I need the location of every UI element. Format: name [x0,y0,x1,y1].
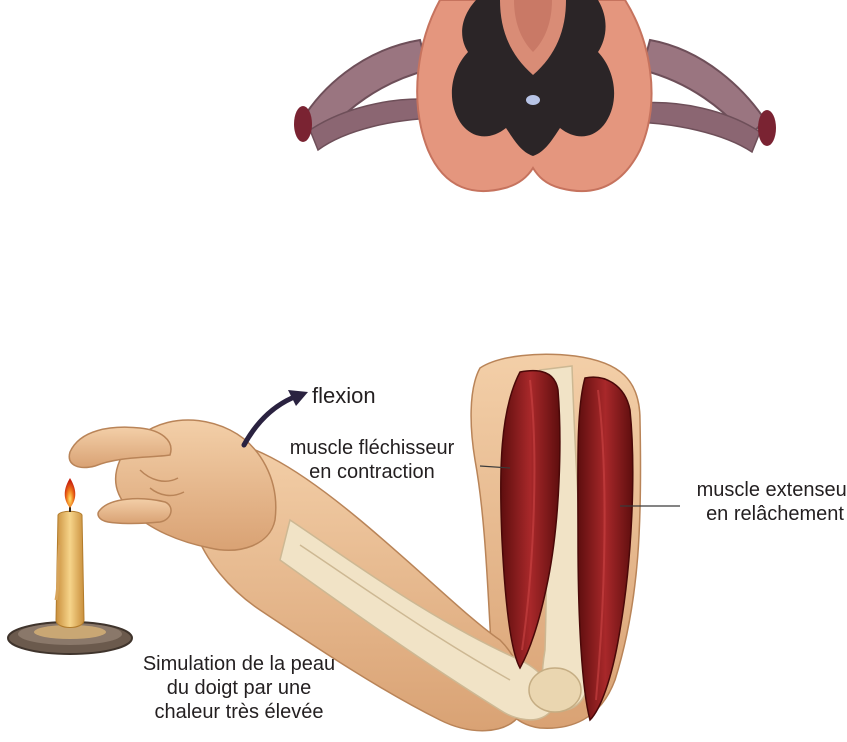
extensor-label-line-1: muscle extenseur [680,478,847,502]
extensor-muscle-label: muscle extenseur en relâchement [680,478,847,526]
flexor-muscle-label: muscle fléchisseur en contraction [262,436,482,484]
extensor-label-line-2: en relâchement [680,502,847,526]
stimulus-label-line-1: Simulation de la peau [104,652,374,676]
flexion-label: flexion [312,384,376,408]
spinal-cord-section [294,0,776,191]
stimulus-label-line-2: du doigt par une [104,676,374,700]
central-canal [526,95,540,105]
flame-icon [65,478,76,508]
left-root-cut-end [294,106,312,142]
right-root-cut-end [758,110,776,146]
stimulus-label-line-3: chaleur très élevée [104,700,374,724]
candle-body [56,511,84,627]
elbow-joint [529,668,581,712]
stimulus-label: Simulation de la peau du doigt par une c… [104,652,374,724]
thumb [98,499,171,524]
flexor-label-line-2: en contraction [262,460,482,484]
flexor-label-line-1: muscle fléchisseur [262,436,482,460]
